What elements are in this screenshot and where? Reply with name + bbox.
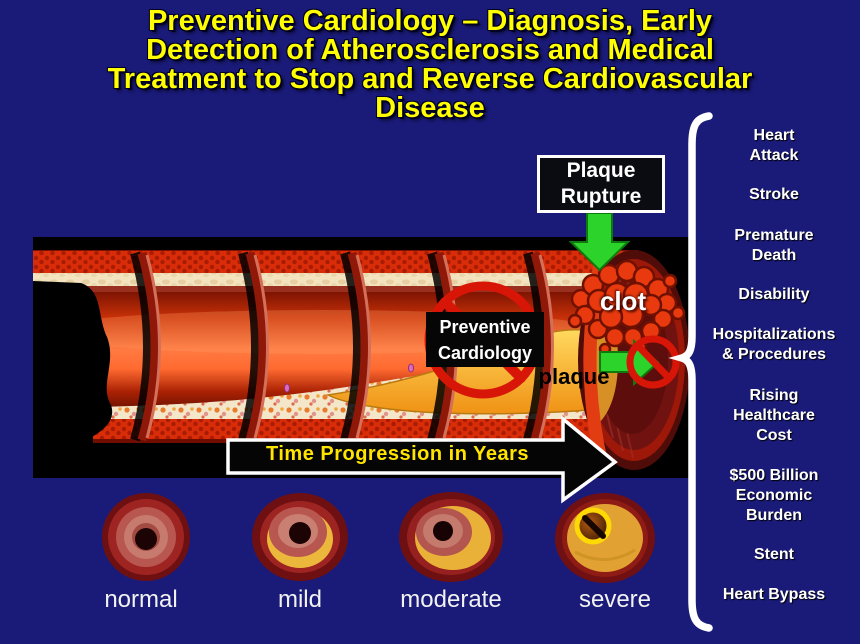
slide-title: Preventive Cardiology – Diagnosis, Early…: [0, 7, 860, 123]
title-line-3: Treatment to Stop and Reverse Cardiovasc…: [107, 63, 753, 95]
list-item-hospitalizations: Hospitalizations & Procedures: [712, 326, 836, 363]
curly-brace: [668, 112, 713, 632]
cross-section-label-normal: normal: [104, 586, 178, 613]
consequences-list: Heart Attack Stroke Premature Death Disa…: [688, 0, 860, 644]
cross-section-label-severe: severe: [578, 586, 652, 613]
title-line-1: Preventive Cardiology – Diagnosis, Early: [147, 5, 713, 37]
cross-section-mild: [252, 493, 348, 581]
list-item-heart-attack: Heart Attack: [749, 127, 799, 164]
cross-section-label-moderate: moderate: [400, 586, 502, 613]
time-progression-arrow: [226, 415, 618, 504]
cross-section-severe: [555, 493, 655, 583]
no-symbol-icon-small: [626, 335, 680, 389]
plaque-rupture-callout: Plaque Rupture: [537, 155, 665, 213]
time-progression-label: Time Progression in Years: [266, 443, 529, 465]
cross-section-moderate: [399, 492, 503, 582]
clot-label: clot: [599, 286, 647, 316]
preventive-cardiology-label: Preventive Cardiology: [426, 312, 544, 367]
artery-left-opening: [33, 281, 113, 441]
list-item-stroke: Stroke: [749, 186, 799, 203]
list-item-rising-cost: Rising Healthcare Cost: [733, 387, 815, 444]
list-item-stent: Stent: [754, 546, 794, 563]
cross-section-label-mild: mild: [277, 586, 322, 613]
cross-section-normal: [102, 493, 190, 581]
arrow-down-icon: [568, 212, 631, 272]
list-item-premature-death: Premature Death: [734, 227, 814, 264]
title-line-4: Disease: [375, 92, 485, 124]
list-item-economic-burden: $500 Billion Economic Burden: [729, 467, 819, 524]
list-item-heart-bypass: Heart Bypass: [722, 586, 826, 603]
title-line-2: Detection of Atherosclerosis and Medical: [146, 34, 714, 66]
plaque-label: plaque: [538, 364, 610, 389]
list-item-disability: Disability: [738, 286, 810, 303]
